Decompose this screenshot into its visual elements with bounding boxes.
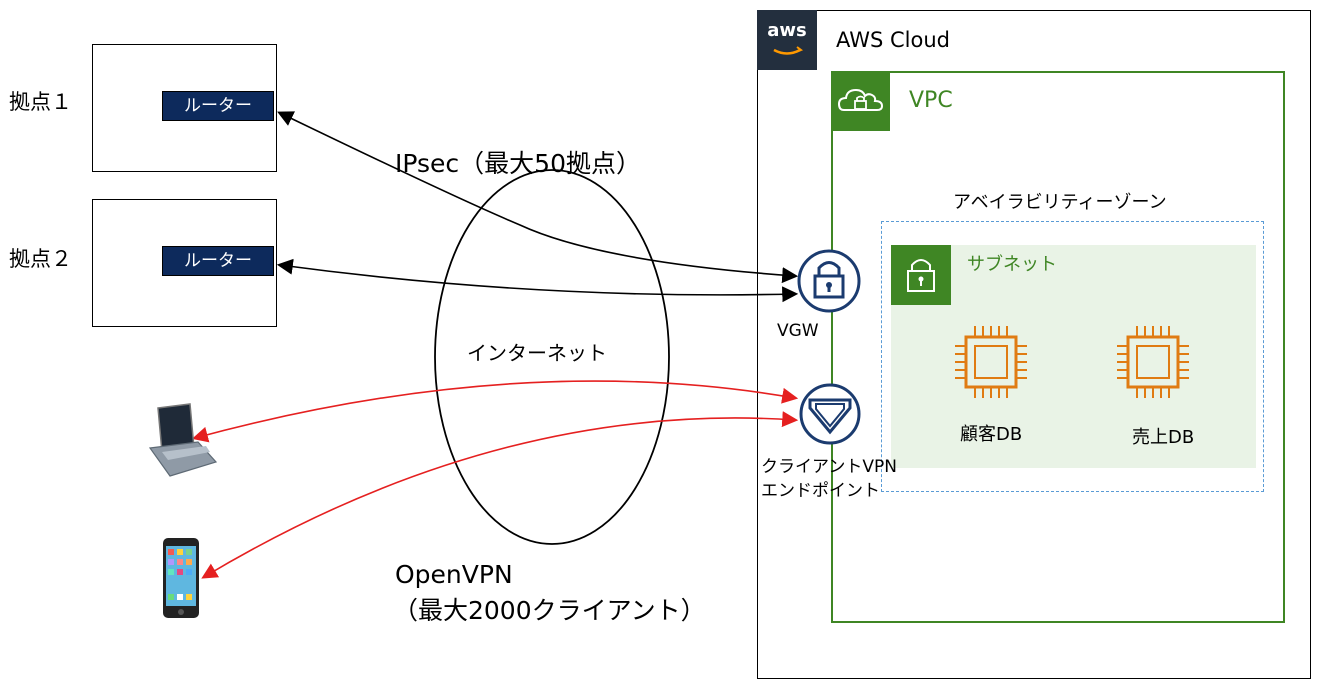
instance-label-2: 売上DB (1132, 427, 1195, 448)
vgw-label: VGW (777, 321, 819, 341)
aws-logo: aws (757, 10, 817, 70)
instance-label-1: 顧客DB (960, 424, 1023, 445)
chip-icon (1117, 326, 1189, 398)
chip-icon (955, 326, 1027, 398)
laptop-icon (148, 403, 218, 477)
openvpn-link-laptop (191, 380, 799, 443)
aws-logo-text: aws (767, 20, 807, 41)
az-label: アベイラビリティーゾーン (953, 192, 1167, 213)
az-boundary (881, 221, 1264, 492)
internet-label: インターネット (467, 341, 607, 365)
vgw-lock-icon (797, 249, 861, 313)
smartphone-icon (163, 538, 199, 618)
subnet-label: サブネット (967, 254, 1057, 275)
vpc-boundary (831, 71, 1285, 623)
openvpn-label-line2: （最大2000クライアント） (393, 596, 706, 625)
subnet-area (891, 245, 1256, 468)
lock-icon (907, 259, 935, 292)
openvpn-label-line1: OpenVPN (395, 560, 513, 589)
client-vpn-shield-icon (799, 383, 861, 445)
site-1-label: 拠点１ (9, 90, 72, 114)
site-2-label: 拠点２ (9, 247, 72, 271)
cloud-icon (837, 88, 884, 111)
ipsec-label: IPsec（最大50拠点） (395, 149, 641, 178)
aws-cloud-boundary (757, 10, 1311, 679)
openvpn-link-phone (201, 411, 799, 579)
ipsec-link-site-2 (276, 258, 799, 303)
aws-smile-icon (773, 46, 804, 55)
endpoint-label-line2: エンドポイント (761, 481, 880, 501)
ipsec-link-site-1 (277, 111, 799, 284)
subnet-icon-tile (891, 245, 951, 305)
endpoint-label-line1: クライアントVPN (761, 457, 897, 477)
aws-cloud-label: AWS Cloud (836, 28, 950, 52)
site-1-router: ルーター (162, 91, 274, 121)
site-2-router: ルーター (162, 246, 274, 276)
vpc-label: VPC (909, 88, 953, 113)
vpc-icon-tile (831, 71, 890, 131)
